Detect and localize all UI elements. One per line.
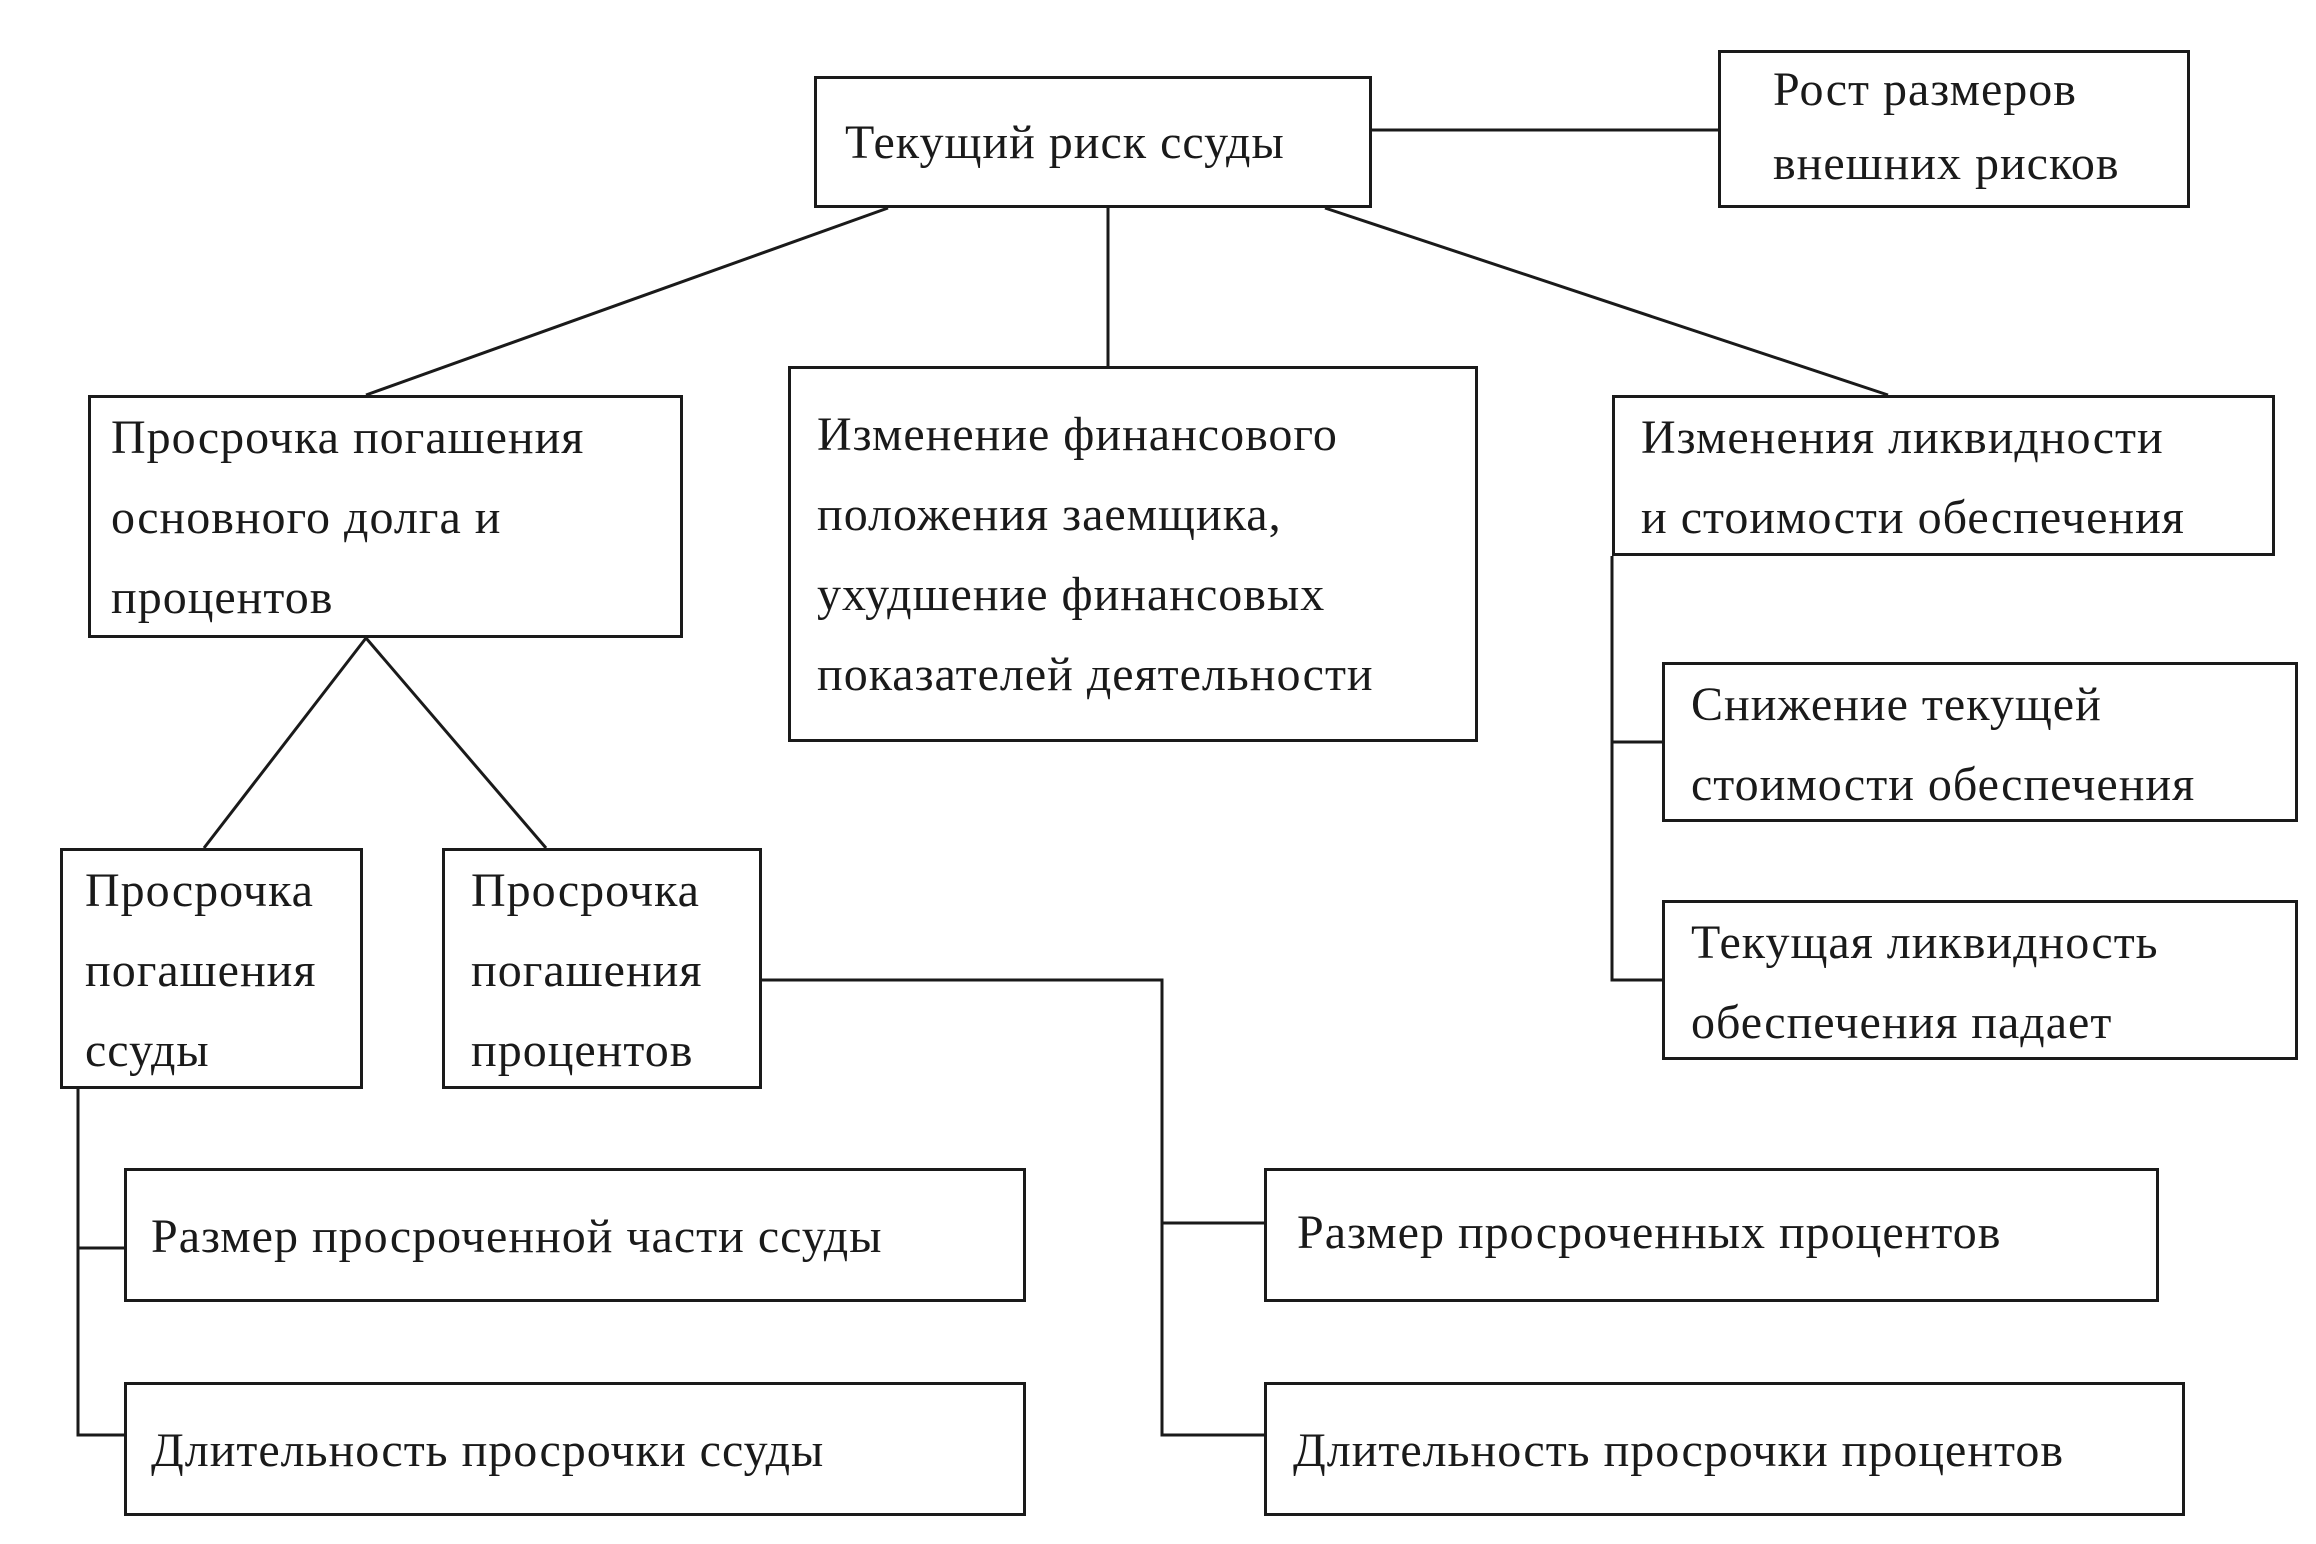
- financial-change-line-3: ухудшение финансовых: [817, 568, 1326, 621]
- overdue-interest-box: Просрочка погашения процентов: [442, 848, 762, 1089]
- connector-collateral-bracket: [1610, 556, 1662, 982]
- root-box-label: Текущий риск ссуды: [845, 116, 1285, 169]
- collateral-liquidity-drop-line-2: обеспечения падает: [1691, 996, 2113, 1049]
- overdue-interest-line-1: Просрочка: [471, 864, 700, 917]
- connector-overdue-loan-bracket: [76, 1089, 124, 1437]
- overdue-main-line-2: основного долга и: [111, 491, 502, 544]
- collateral-change-line-2: и стоимости обеспечения: [1641, 491, 2185, 544]
- connector-overdue-main-interest: [364, 637, 548, 849]
- overdue-main-line-3: процентов: [111, 571, 334, 624]
- overdue-loan-line-2: погашения: [85, 944, 317, 997]
- loan-overdue-size-label: Размер просроченной части ссуды: [151, 1210, 883, 1263]
- overdue-interest-line-3: процентов: [471, 1024, 694, 1077]
- overdue-interest-line-2: погашения: [471, 944, 703, 997]
- overdue-loan-line-1: Просрочка: [85, 864, 314, 917]
- overdue-main-box: Просрочка погашения основного долга и пр…: [88, 395, 683, 638]
- financial-change-line-2: положения заемщика,: [817, 488, 1282, 541]
- connector-root-collateral: [1324, 206, 1889, 397]
- financial-change-line-1: Изменение финансового: [817, 408, 1338, 461]
- connector-root-overdue-main: [365, 206, 889, 397]
- collateral-value-drop-line-1: Снижение текущей: [1691, 678, 2102, 731]
- loan-overdue-duration-label: Длительность просрочки ссуды: [151, 1424, 825, 1477]
- external-risks-line-1: Рост размеров: [1773, 63, 2077, 116]
- interest-overdue-duration-box: Длительность просрочки процентов: [1264, 1382, 2185, 1516]
- financial-change-line-4: показателей деятельности: [817, 648, 1374, 701]
- financial-change-box: Изменение финансового положения заемщика…: [788, 366, 1478, 742]
- collateral-change-box: Изменения ликвидности и стоимости обеспе…: [1612, 395, 2275, 556]
- overdue-loan-line-3: ссуды: [85, 1024, 210, 1077]
- connector-overdue-interest-bracket: [762, 978, 1264, 1437]
- interest-overdue-size-label: Размер просроченных процентов: [1297, 1206, 2002, 1259]
- collateral-liquidity-drop-box: Текущая ликвидность обеспечения падает: [1662, 900, 2298, 1060]
- interest-overdue-size-box: Размер просроченных процентов: [1264, 1168, 2159, 1302]
- collateral-value-drop-line-2: стоимости обеспечения: [1691, 758, 2196, 811]
- external-risks-line-2: внешних рисков: [1773, 137, 2120, 190]
- external-risks-box: Рост размеров внешних рисков: [1718, 50, 2190, 208]
- overdue-loan-box: Просрочка погашения ссуды: [60, 848, 363, 1089]
- collateral-value-drop-box: Снижение текущей стоимости обеспечения: [1662, 662, 2298, 822]
- loan-overdue-size-box: Размер просроченной части ссуды: [124, 1168, 1026, 1302]
- loan-overdue-duration-box: Длительность просрочки ссуды: [124, 1382, 1026, 1516]
- overdue-main-line-1: Просрочка погашения: [111, 411, 585, 464]
- root-box: Текущий риск ссуды: [814, 76, 1372, 208]
- collateral-change-line-1: Изменения ликвидности: [1641, 411, 2164, 464]
- collateral-liquidity-drop-line-1: Текущая ликвидность: [1691, 916, 2159, 969]
- interest-overdue-duration-label: Длительность просрочки процентов: [1293, 1424, 2065, 1477]
- connector-overdue-main-loan: [202, 637, 368, 849]
